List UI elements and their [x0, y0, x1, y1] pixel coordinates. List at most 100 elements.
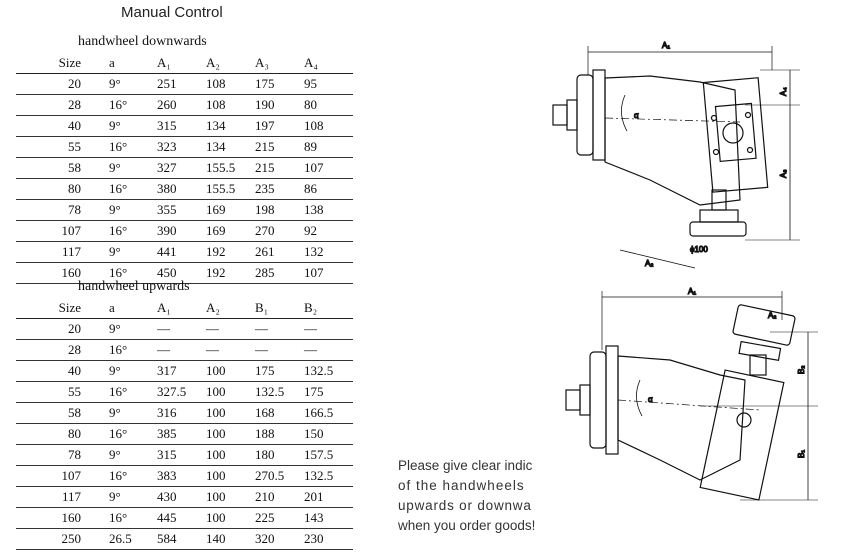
table-cell: 9°: [83, 318, 157, 340]
table-cell: 100: [206, 402, 255, 424]
table-cell: 80: [16, 178, 83, 200]
table-cell: 160: [16, 507, 83, 529]
table-cell: —: [157, 339, 206, 361]
column-header: a: [83, 298, 157, 319]
table-cell: 169: [206, 220, 255, 242]
table-cell: 132.5: [304, 465, 353, 487]
table-cell: 55: [16, 136, 83, 158]
table-cell: 86: [304, 178, 353, 200]
table-cell: 180: [255, 444, 304, 466]
table-cell: 327: [157, 157, 206, 179]
table-cell: 16°: [83, 220, 157, 242]
table-cell: 192: [206, 262, 255, 284]
column-header: B₁: [255, 298, 304, 319]
table-cell: 155.5: [206, 178, 255, 200]
table-cell: —: [157, 318, 206, 340]
table-cell: 251: [157, 73, 206, 95]
table-cell: 100: [206, 444, 255, 466]
note-line: when you order goods!: [398, 518, 536, 533]
table-cell: 9°: [83, 157, 157, 179]
table-cell: 235: [255, 178, 304, 200]
table-cell: 175: [304, 381, 353, 403]
drawing-handwheel-upwards: A₁ α A₂ B₂ B₁: [565, 286, 818, 501]
table-cell: 78: [16, 444, 83, 466]
table-cell: 58: [16, 402, 83, 424]
table-down-caption: handwheel downwards: [78, 34, 207, 49]
table-cell: 9°: [83, 486, 157, 508]
table-cell: 20: [16, 318, 83, 340]
table-cell: 188: [255, 423, 304, 445]
table-cell: 320: [255, 528, 304, 550]
table-cell: 166.5: [304, 402, 353, 424]
label-a1: A₁: [662, 41, 670, 50]
table-cell: 134: [206, 115, 255, 137]
table-cell: 323: [157, 136, 206, 158]
note-line: Please give clear indic: [398, 458, 533, 473]
table-cell: 383: [157, 465, 206, 487]
label-alpha-bottom: α: [648, 395, 653, 404]
table-cell: 100: [206, 360, 255, 382]
table-cell: 315: [157, 444, 206, 466]
table-cell: 198: [255, 199, 304, 221]
table-cell: 150: [304, 423, 353, 445]
table-cell: 138: [304, 199, 353, 221]
label-a1-bottom: A₁: [688, 287, 696, 296]
table-cell: 16°: [83, 136, 157, 158]
table-cell: 215: [255, 136, 304, 158]
column-header: A₃: [255, 53, 304, 74]
table-cell: 132.5: [304, 360, 353, 382]
table-cell: 250: [16, 528, 83, 550]
table-cell: 385: [157, 423, 206, 445]
table-cell: 260: [157, 94, 206, 116]
table-cell: 9°: [83, 360, 157, 382]
table-cell: 197: [255, 115, 304, 137]
table-cell: 327.5: [157, 381, 206, 403]
table-cell: 9°: [83, 73, 157, 95]
label-dia: ϕ100: [690, 245, 708, 254]
table-cell: 445: [157, 507, 206, 529]
table-cell: 215: [255, 157, 304, 179]
column-header: B₂: [304, 298, 353, 319]
table-cell: 100: [206, 381, 255, 403]
table-cell: 175: [255, 360, 304, 382]
table-cell: 100: [206, 507, 255, 529]
table-cell: 16°: [83, 94, 157, 116]
table-cell: 16°: [83, 339, 157, 361]
table-cell: 28: [16, 94, 83, 116]
table-cell: 380: [157, 178, 206, 200]
table-cell: 210: [255, 486, 304, 508]
table-cell: 9°: [83, 241, 157, 263]
column-header: A₂: [206, 298, 255, 319]
table-cell: 201: [304, 486, 353, 508]
table-cell: 108: [206, 94, 255, 116]
label-a3: A₃: [779, 169, 788, 178]
table-cell: 143: [304, 507, 353, 529]
table-cell: 9°: [83, 115, 157, 137]
table-cell: 95: [304, 73, 353, 95]
table-cell: 40: [16, 360, 83, 382]
table-cell: 100: [206, 465, 255, 487]
table-cell: 100: [206, 423, 255, 445]
table-cell: 390: [157, 220, 206, 242]
table-cell: 316: [157, 402, 206, 424]
drawing-handwheel-downwards: A₁ α ϕ100 A₄ A₃ A₂: [552, 40, 800, 269]
label-a2: A₂: [645, 259, 653, 268]
table-cell: 261: [255, 241, 304, 263]
column-header: A₂: [206, 53, 255, 74]
table-cell: 317: [157, 360, 206, 382]
table-cell: 107: [304, 262, 353, 284]
table-cell: 107: [16, 220, 83, 242]
